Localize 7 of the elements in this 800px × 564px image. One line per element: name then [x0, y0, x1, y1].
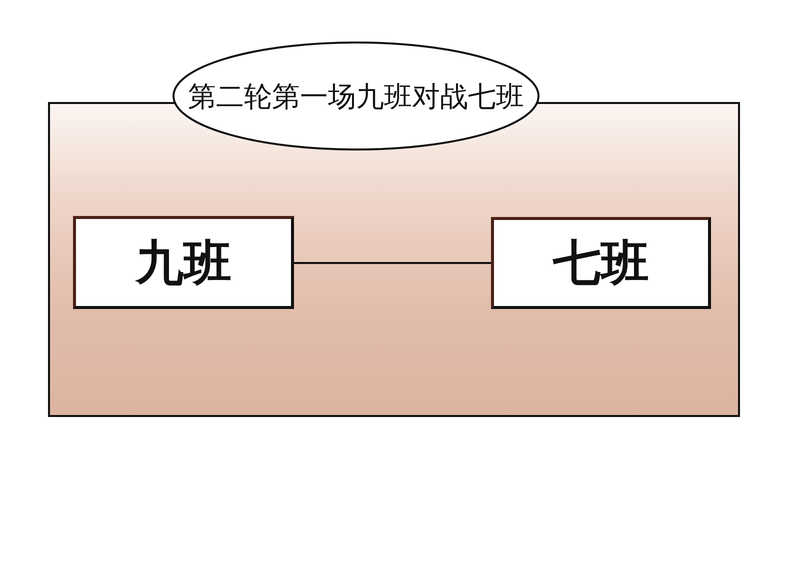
- team-box: [491, 217, 711, 309]
- team-box: [73, 216, 294, 309]
- team-name: 七班: [552, 234, 650, 293]
- title-text: 第二轮第一场九班对战七班: [188, 78, 524, 114]
- team-name: 九班: [134, 234, 232, 292]
- title-ellipse: [172, 41, 540, 151]
- connector-line: [294, 262, 491, 264]
